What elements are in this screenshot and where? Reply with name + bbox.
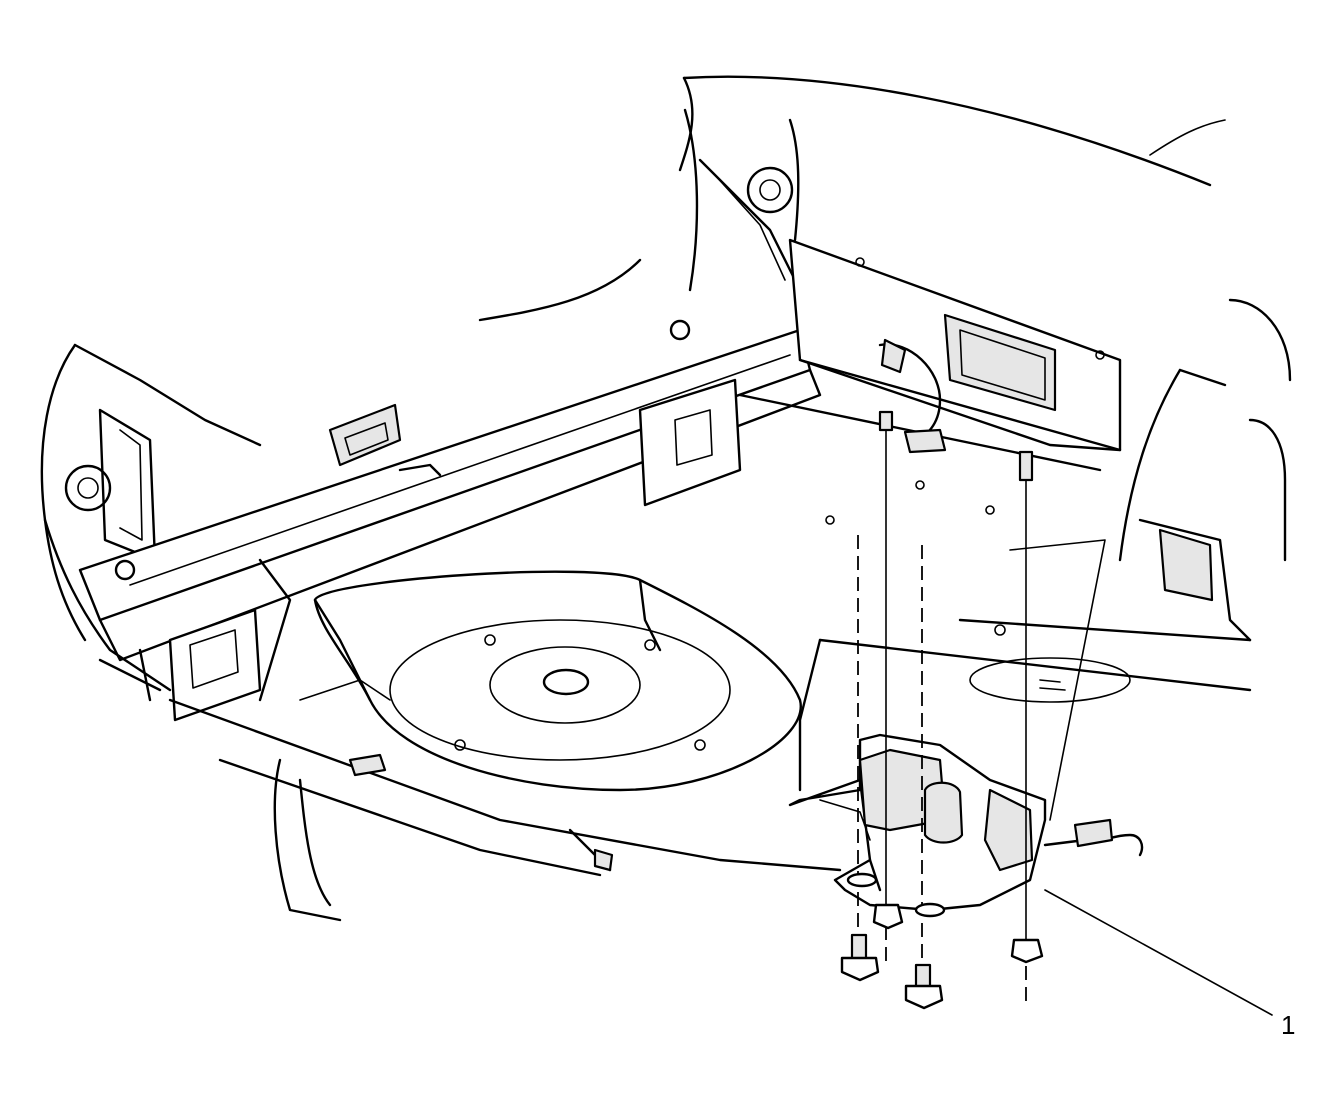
right-quarter-panel <box>478 108 807 352</box>
bolts-and-nuts <box>840 872 1044 1010</box>
wiring-harness <box>878 338 947 454</box>
spare-tire-well <box>313 570 802 792</box>
left-lower-rear <box>98 648 162 702</box>
rear-package-tray <box>78 319 822 662</box>
right-wheel-house <box>1118 298 1292 642</box>
body-roof-outline <box>678 75 1226 242</box>
fastener-assembly-lines <box>857 410 1034 1005</box>
trunk-floor <box>168 480 1252 922</box>
callout-leader <box>1009 539 1273 1016</box>
left-side-bracket <box>168 378 742 722</box>
module-bracket <box>788 733 1144 912</box>
left-quarter-panel <box>40 343 262 692</box>
callout-label-1: 1 <box>1281 1010 1296 1040</box>
